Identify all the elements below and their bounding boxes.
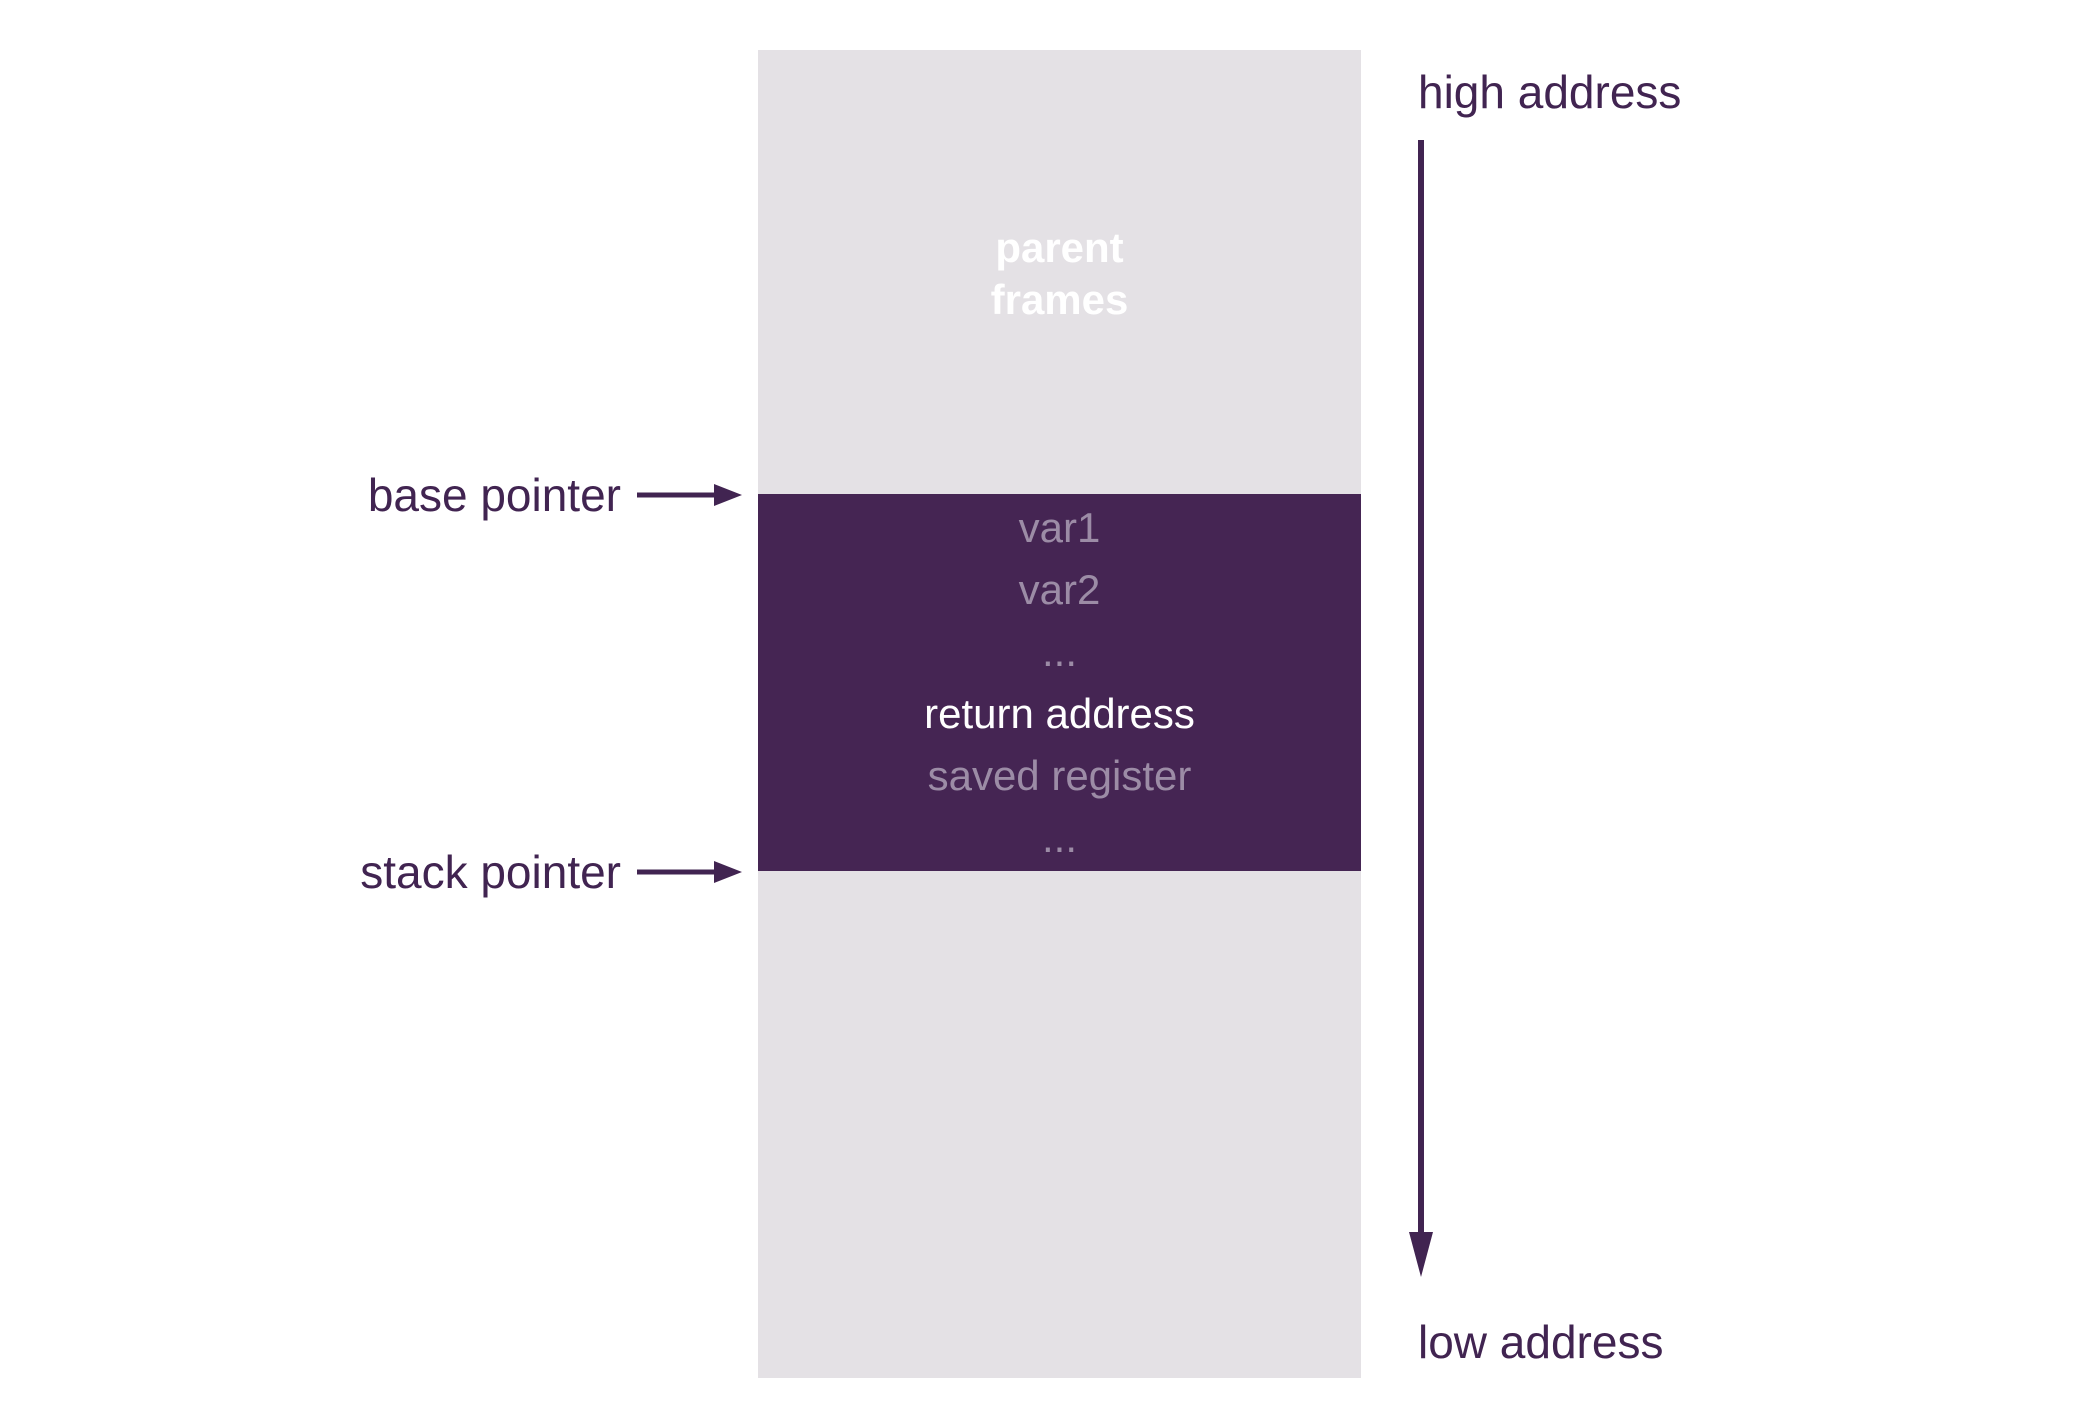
stack-pointer-annotation: stack pointer: [360, 844, 742, 900]
base-pointer-arrow-icon: [637, 484, 742, 506]
stack-pointer-arrow-icon: [637, 861, 742, 883]
parent-frames-label: parent frames: [758, 222, 1361, 326]
parent-frames-line1: parent: [995, 224, 1124, 271]
stack-pointer-label: stack pointer: [360, 846, 621, 898]
base-pointer-label: base pointer: [367, 469, 621, 521]
frame-row-ellipsis-top: ...: [1041, 627, 1077, 675]
frame-row-ellipsis-bottom: ...: [1041, 813, 1077, 861]
parent-frames-line2: frames: [990, 276, 1129, 323]
address-direction-arrow-icon: [1409, 140, 1433, 1277]
frame-row-var1: var1: [1018, 503, 1101, 551]
frame-row-return-address: return address: [924, 689, 1195, 737]
frame-row-var2: var2: [1018, 565, 1101, 613]
low-address-label: low address: [1418, 1316, 1664, 1368]
base-pointer-annotation: base pointer: [368, 467, 742, 523]
high-address-label: high address: [1418, 66, 1682, 118]
frame-row-saved-register: saved register: [927, 751, 1192, 799]
current-stack-frame: var1 var2 ... return address saved regis…: [758, 494, 1361, 871]
